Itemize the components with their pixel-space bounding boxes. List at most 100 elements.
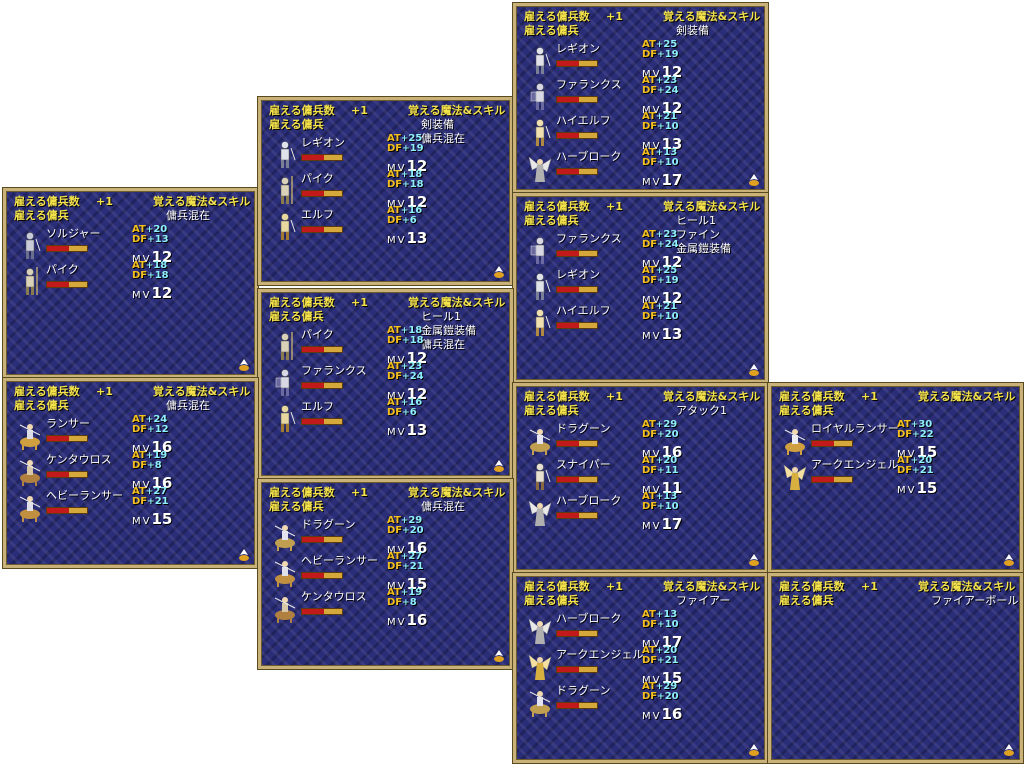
- attack-value: 25: [663, 265, 678, 276]
- defense-label: DF: [642, 275, 658, 286]
- unit-hp-bar: [556, 132, 598, 139]
- move-value: 15: [916, 479, 938, 497]
- attack-stat: AT+21: [642, 111, 692, 123]
- defense-label: DF: [387, 371, 403, 382]
- attack-label: AT: [642, 111, 656, 122]
- hireable-units-label: 雇える傭兵: [779, 594, 834, 607]
- attack-value: 19: [153, 450, 168, 461]
- skill-item: 剣装備: [421, 118, 454, 131]
- unit-hp-fill: [47, 436, 69, 441]
- defense-label: DF: [387, 561, 403, 572]
- move-label: MV: [132, 290, 152, 301]
- skill-list: 傭兵混在: [166, 209, 210, 223]
- attack-stat: AT+25: [387, 134, 437, 145]
- unit-hp-bar: [556, 168, 598, 175]
- unit-name: レギオン: [556, 42, 600, 55]
- unit-name: ヘビーランサー: [46, 489, 123, 502]
- hireable-units-label: 雇える傭兵: [14, 399, 69, 412]
- unit-sprite-icon: [528, 82, 552, 112]
- attack-label: AT: [642, 265, 656, 276]
- unit-sprite-icon: [273, 404, 297, 434]
- flame-emblem-icon: [747, 552, 761, 566]
- defense-value: 21: [409, 561, 424, 572]
- move-value: 12: [406, 193, 428, 211]
- move-value: 13: [406, 229, 428, 247]
- move-value: 16: [661, 705, 683, 723]
- skills-header: 覚える魔法&スキル: [663, 200, 761, 213]
- attack-label: AT: [387, 587, 401, 598]
- unit-name: ドラグーン: [556, 422, 611, 435]
- attack-stat: AT+18: [387, 326, 437, 337]
- hireable-units-label: 雇える傭兵: [269, 500, 324, 513]
- attack-value: 23: [663, 75, 678, 86]
- move-value: 12: [661, 63, 683, 81]
- move-label: MV: [132, 254, 152, 265]
- unit-hp-bar: [301, 154, 343, 161]
- skills-header: 覚える魔法&スキル: [408, 104, 506, 117]
- unit-sprite-icon: [273, 522, 297, 552]
- skills-header: 覚える魔法&スキル: [663, 390, 761, 403]
- unit-hp-fill: [557, 169, 579, 174]
- flame-emblem-icon: [492, 648, 506, 662]
- skill-item: ファイアーボール: [931, 594, 1019, 607]
- defense-value: 21: [919, 465, 934, 476]
- attack-value: 18: [153, 260, 168, 271]
- skill-item: 金属鎧装備: [421, 324, 476, 337]
- unit-sprite-icon: [528, 154, 552, 184]
- defense-stat: DF+24: [642, 240, 692, 251]
- move-label: MV: [387, 427, 407, 438]
- attack-stat: AT+23: [642, 230, 692, 241]
- skills-header: 覚える魔法&スキル: [918, 390, 1016, 403]
- attack-label: AT: [132, 414, 146, 425]
- defense-stat: DF+10: [642, 158, 692, 169]
- attack-value: 29: [663, 419, 678, 430]
- unit-hp-fill: [47, 282, 69, 287]
- unit-sprite-icon: [528, 498, 552, 528]
- unit-sprite-icon: [18, 267, 42, 297]
- flame-emblem-icon: [492, 264, 506, 278]
- skill-item: アタック1: [676, 404, 727, 417]
- unit-hp-bar: [301, 572, 343, 579]
- unit-hp-bar: [46, 471, 88, 478]
- skill-list: 傭兵混在: [166, 399, 210, 413]
- defense-stat: DF+12: [132, 425, 182, 436]
- move-stat: MV12: [132, 247, 172, 266]
- defense-value: 20: [664, 691, 679, 702]
- move-value: 12: [661, 99, 683, 117]
- defense-label: DF: [642, 121, 658, 132]
- skills-header: 覚える魔法&スキル: [408, 296, 506, 309]
